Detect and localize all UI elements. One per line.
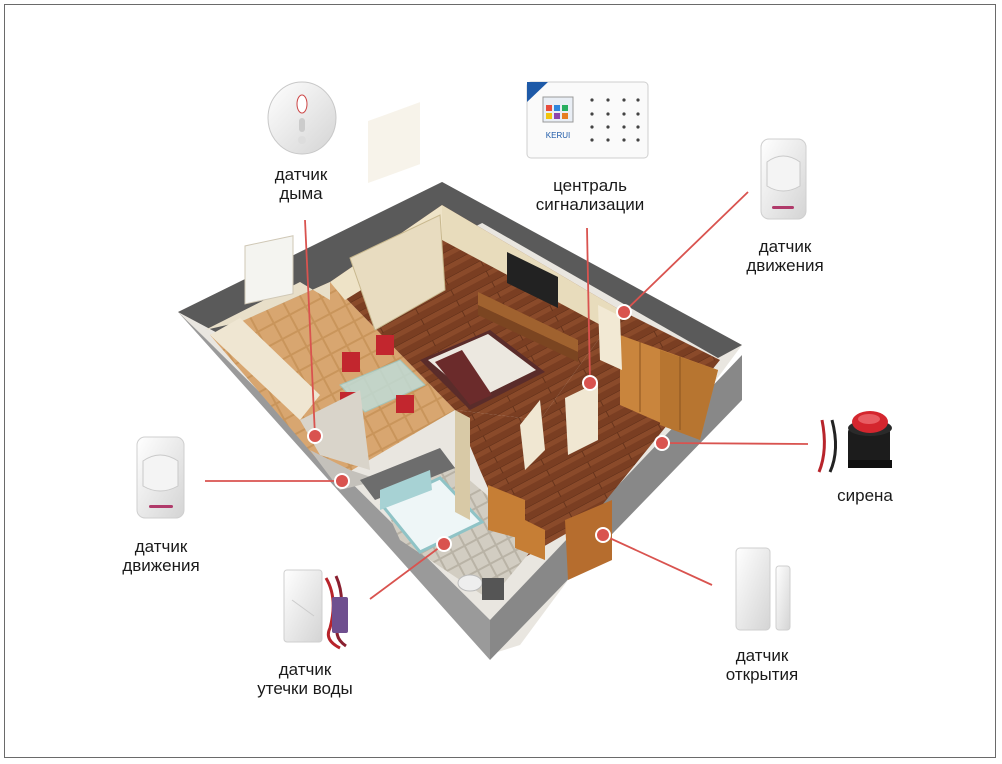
siren-icon xyxy=(817,411,892,473)
label-control-panel: централь сигнализации xyxy=(490,176,690,214)
motion-sensor-icon-left xyxy=(136,436,185,519)
smoke-detector-icon xyxy=(267,81,337,155)
label-motion-left-line2: движения xyxy=(122,556,200,575)
tv xyxy=(507,252,558,308)
label-motion-right-line1: датчик xyxy=(758,237,812,256)
label-motion-right-line2: движения xyxy=(746,256,824,275)
alarm-panel-icon: KERUI xyxy=(526,81,649,159)
label-water-line1: датчик xyxy=(278,660,332,679)
water-leak-sensor-icon xyxy=(283,569,348,650)
sensor-dots xyxy=(307,304,670,552)
connector-smoke xyxy=(304,219,316,437)
label-motion-left-line1: датчик xyxy=(134,537,188,556)
dot-smoke xyxy=(307,428,323,444)
connectors xyxy=(205,191,809,600)
image-border xyxy=(4,4,996,758)
dot-motion-right xyxy=(616,304,632,320)
label-smoke-line1: датчик xyxy=(274,165,328,184)
label-panel-line1: централь xyxy=(553,176,627,195)
label-smoke-line2: дыма xyxy=(279,184,323,203)
panel-brand: KERUI xyxy=(546,131,570,140)
label-water-line2: утечки воды xyxy=(257,679,353,698)
dot-siren xyxy=(654,435,670,451)
label-door-line1: датчик xyxy=(735,646,789,665)
dot-door xyxy=(595,527,611,543)
label-siren: сирена xyxy=(765,486,965,505)
dot-water xyxy=(436,536,452,552)
connector-door xyxy=(602,534,713,586)
motion-sensor-icon-right xyxy=(760,138,807,220)
label-door-line2: открытия xyxy=(725,665,799,684)
connector-siren xyxy=(661,442,809,445)
connector-water xyxy=(369,543,445,600)
label-water-leak: датчик утечки воды xyxy=(205,660,405,698)
kitchen-floor xyxy=(210,282,455,480)
label-panel-line2: сигнализации xyxy=(535,195,645,214)
dot-motion-left xyxy=(334,473,350,489)
dot-panel xyxy=(582,375,598,391)
door-sensor-icon xyxy=(735,547,791,631)
floor-plan xyxy=(178,102,742,660)
label-siren-line1: сирена xyxy=(837,486,893,505)
label-motion-right: датчик движения xyxy=(685,237,885,275)
label-door-sensor: датчик открытия xyxy=(662,646,862,684)
connector-motion-right xyxy=(623,191,749,313)
label-motion-left: датчик движения xyxy=(61,537,261,575)
connector-panel xyxy=(586,227,591,383)
label-smoke-detector: датчик дыма xyxy=(201,165,401,203)
